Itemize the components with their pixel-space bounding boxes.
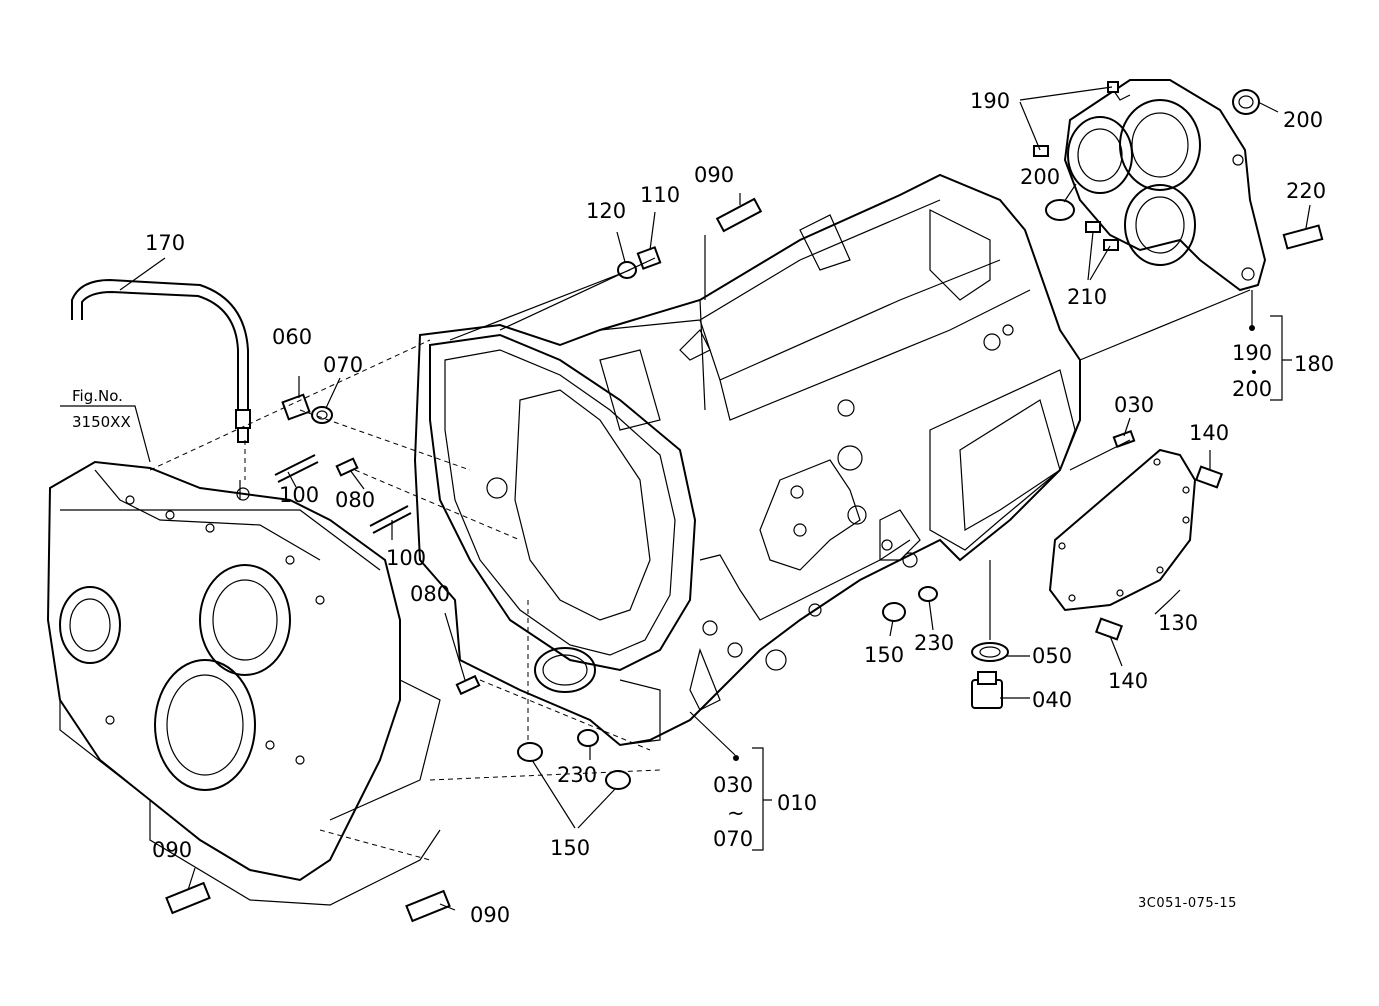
callout-200: 200 [1232,377,1272,401]
callout-070: 070 [323,353,363,377]
transmission-case [413,173,1081,747]
assembly-lines [149,235,1251,861]
callout-090: 090 [152,838,192,862]
callout-010: 010 [777,791,817,815]
rear-bearing-housing [1063,79,1267,292]
callout-100: 100 [279,483,319,507]
callout-120: 120 [586,199,626,223]
callout-tilde: ~ [727,801,745,825]
fig-ref-label: Fig.No. [72,387,123,405]
callout-110: 110 [640,183,680,207]
callout-090: 090 [694,163,734,187]
callout-230: 230 [557,763,597,787]
callout-180: 180 [1294,352,1334,376]
callout-080: 080 [410,582,450,606]
callout-150: 150 [550,836,590,860]
callout-200: 200 [1020,165,1060,189]
callout-150: 150 [864,643,904,667]
callout-labels: 170 060 070 100 080 100 080 120 110 090 … [72,89,1334,927]
callout-230: 230 [914,631,954,655]
callout-100: 100 [386,546,426,570]
side-cover [1048,448,1197,612]
figure-code: 3C051-075-15 [1138,896,1237,911]
callout-190: 190 [1232,341,1272,365]
small-parts [71,81,1324,923]
breather-hose [71,278,249,410]
callout-030: 030 [713,773,753,797]
callout-200: 200 [1283,108,1323,132]
callout-070: 070 [713,827,753,851]
callout-220: 220 [1286,179,1326,203]
callout-140: 140 [1108,669,1148,693]
callout-050: 050 [1032,644,1072,668]
callout-210: 210 [1067,285,1107,309]
callout-060: 060 [272,325,312,349]
callout-090: 090 [470,903,510,927]
callout-040: 040 [1032,688,1072,712]
drain-plug-060 [281,393,311,421]
callout-190: 190 [970,89,1010,113]
callout-170: 170 [145,231,185,255]
leader-lines [60,86,1311,911]
callout-080: 080 [335,488,375,512]
fig-ref-number: 3150XX [72,413,131,431]
callout-030: 030 [1114,393,1154,417]
callout-130: 130 [1158,611,1198,635]
callout-140: 140 [1189,421,1229,445]
gear-case-housing [46,460,441,906]
